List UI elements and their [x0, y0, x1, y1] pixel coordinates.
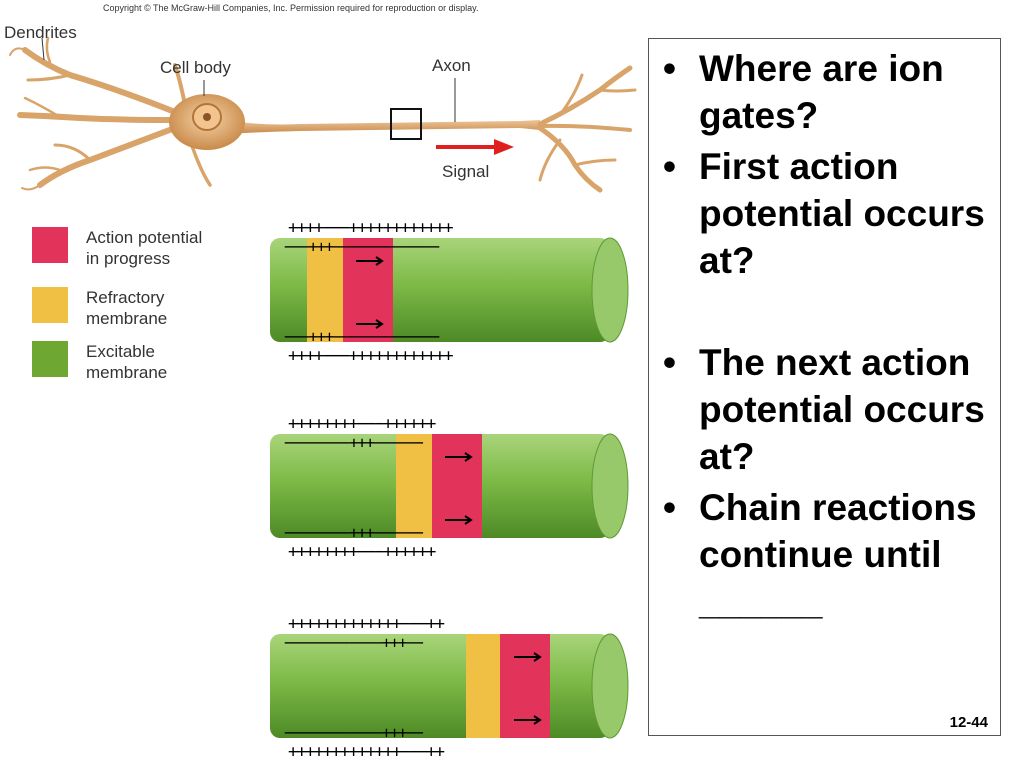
excitable-swatch — [32, 341, 68, 377]
legend-label: Action potential — [86, 228, 203, 247]
refractory-zone — [466, 634, 500, 738]
top-charges: ++++−−−++++++++++++ — [288, 218, 453, 238]
neuron-illustration — [9, 36, 637, 193]
current-arrow — [356, 319, 384, 329]
bottom-charges: +++++++++++++−−−++ — [288, 742, 445, 762]
current-arrow — [514, 715, 542, 725]
current-arrow — [514, 652, 542, 662]
bottom-charges: ++++−−−++++++++++++ — [288, 346, 453, 366]
cylinder-end — [591, 633, 629, 739]
question-box: Where are ion gates? First action potent… — [648, 38, 1001, 736]
legend-action-potential: Action potential in progress — [32, 227, 246, 269]
dendrites-label: Dendrites — [4, 23, 77, 42]
highlight-box — [390, 108, 422, 140]
action-potential-zone — [432, 434, 482, 538]
copyright-notice: Copyright © The McGraw-Hill Companies, I… — [103, 3, 479, 13]
current-arrow — [445, 515, 473, 525]
question-item: Chain reactions continue until ______ — [649, 484, 999, 625]
action-potential-zone — [500, 634, 550, 738]
legend-label: in progress — [86, 249, 171, 268]
inner-bottom-charges: −−−−−−−−+++−−−−−− — [284, 523, 423, 542]
legend-label: Refractory — [86, 288, 165, 307]
question-item: The next action potential occurs at? — [649, 339, 999, 480]
cell-body-label: Cell body — [160, 58, 231, 77]
signal-arrow — [436, 139, 514, 155]
axon-segment-2: ++++++++−−−++++++ −−−−−−−−+++−−−−−− −−−−… — [270, 414, 629, 562]
axon-label: Axon — [432, 56, 471, 75]
current-arrow — [356, 256, 384, 266]
question-list: Where are ion gates? First action potent… — [649, 45, 999, 629]
signal-label: Signal — [442, 162, 490, 181]
current-arrow — [445, 452, 473, 462]
top-charges: ++++++++−−−++++++ — [288, 414, 436, 434]
axon-body — [225, 120, 540, 134]
inner-bottom-charges: −−−+++−−−−−−−−−−−−− — [284, 327, 439, 346]
action-potential-swatch — [32, 227, 68, 263]
refractory-zone — [307, 238, 343, 342]
refractory-zone — [396, 434, 432, 538]
cylinder-end — [591, 237, 629, 343]
legend-label: membrane — [86, 309, 168, 328]
inner-top-charges: −−−+++−−−−−−−−−−−−− — [284, 237, 439, 256]
axon-terminals — [537, 65, 637, 193]
inner-top-charges: −−−−−−−−−−−−+++−− — [284, 633, 423, 652]
legend-label: membrane — [86, 363, 168, 382]
dendrites-pointer — [41, 37, 45, 61]
question-item: Where are ion gates? — [649, 45, 999, 139]
legend-refractory: Refractory membrane — [32, 287, 246, 329]
refractory-swatch — [32, 287, 68, 323]
bottom-charges: ++++++++−−−++++++ — [288, 542, 436, 562]
slide-number: 12-44 — [949, 714, 988, 731]
inner-bottom-charges: −−−−−−−−−−−−+++−− — [284, 723, 423, 742]
legend-excitable: Excitable membrane — [32, 341, 246, 383]
axon-segment-1: ++++−−−++++++++++++ −−−+++−−−−−−−−−−−−− … — [270, 218, 629, 366]
inner-top-charges: −−−−−−−−+++−−−−−− — [284, 433, 423, 452]
legend-label: Excitable — [86, 342, 155, 361]
top-charges: +++++++++++++−−−++ — [288, 614, 445, 634]
question-item: First action potential occurs at? — [649, 143, 999, 284]
cylinder-end — [591, 433, 629, 539]
axon-segment-3: +++++++++++++−−−++ −−−−−−−−−−−−+++−− −−−… — [270, 614, 629, 762]
